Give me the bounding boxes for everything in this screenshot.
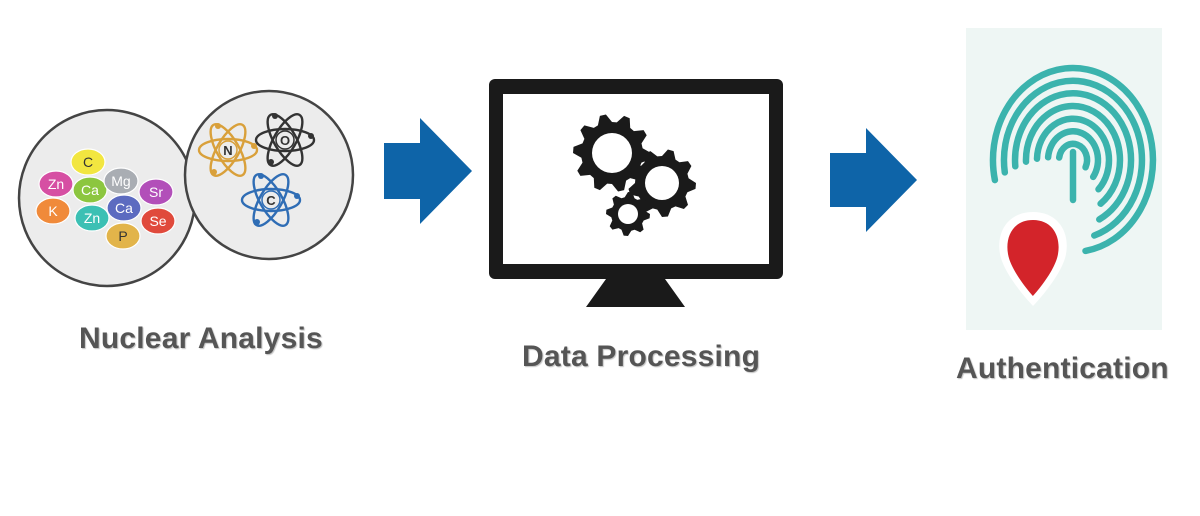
atom-n-icon: N — [197, 123, 259, 177]
svg-text:Se: Se — [149, 213, 166, 229]
location-pin-icon — [999, 212, 1067, 306]
fingerprint-icon — [989, 64, 1157, 255]
element-se-blob: Se — [140, 207, 176, 235]
svg-text:Sr: Sr — [149, 184, 163, 200]
element-k-blob: K — [35, 197, 71, 225]
step-label-authentication: Authentication — [956, 352, 1169, 385]
element-ca-blob: Ca — [72, 176, 108, 204]
element-zn-blob: Zn — [38, 170, 74, 198]
svg-text:N: N — [223, 143, 232, 158]
svg-text:K: K — [48, 203, 58, 219]
atom-o-icon: O — [254, 113, 316, 167]
svg-text:Ca: Ca — [81, 182, 99, 198]
svg-text:O: O — [280, 133, 290, 148]
svg-text:Zn: Zn — [84, 210, 100, 226]
element-zn-blob: Zn — [74, 204, 110, 232]
svg-text:C: C — [266, 193, 276, 208]
gear-icon — [606, 192, 650, 236]
svg-text:Mg: Mg — [111, 173, 130, 189]
step-label-data-processing: Data Processing — [522, 340, 761, 373]
element-sr-blob: Sr — [138, 178, 174, 206]
monitor-icon — [489, 79, 783, 307]
svg-text:C: C — [83, 154, 93, 170]
arrow-icon — [830, 128, 917, 232]
atom-c-icon: C — [240, 173, 302, 227]
element-c-blob: C — [70, 148, 106, 176]
step-label-nuclear-analysis: Nuclear Analysis — [79, 322, 323, 355]
svg-text:P: P — [118, 228, 127, 244]
gears-icon — [573, 114, 696, 236]
element-p-blob: P — [105, 222, 141, 250]
atoms-group: N O C — [183, 89, 355, 261]
arrow-icon — [384, 118, 472, 224]
svg-text:Zn: Zn — [48, 176, 64, 192]
fingerprint-panel — [966, 28, 1162, 330]
gear-icon — [628, 149, 696, 217]
svg-text:Ca: Ca — [115, 200, 133, 216]
atom-icons: N O C — [197, 113, 316, 227]
element-mg-blob: Mg — [103, 167, 139, 195]
element-ca-blob: Ca — [106, 194, 142, 222]
